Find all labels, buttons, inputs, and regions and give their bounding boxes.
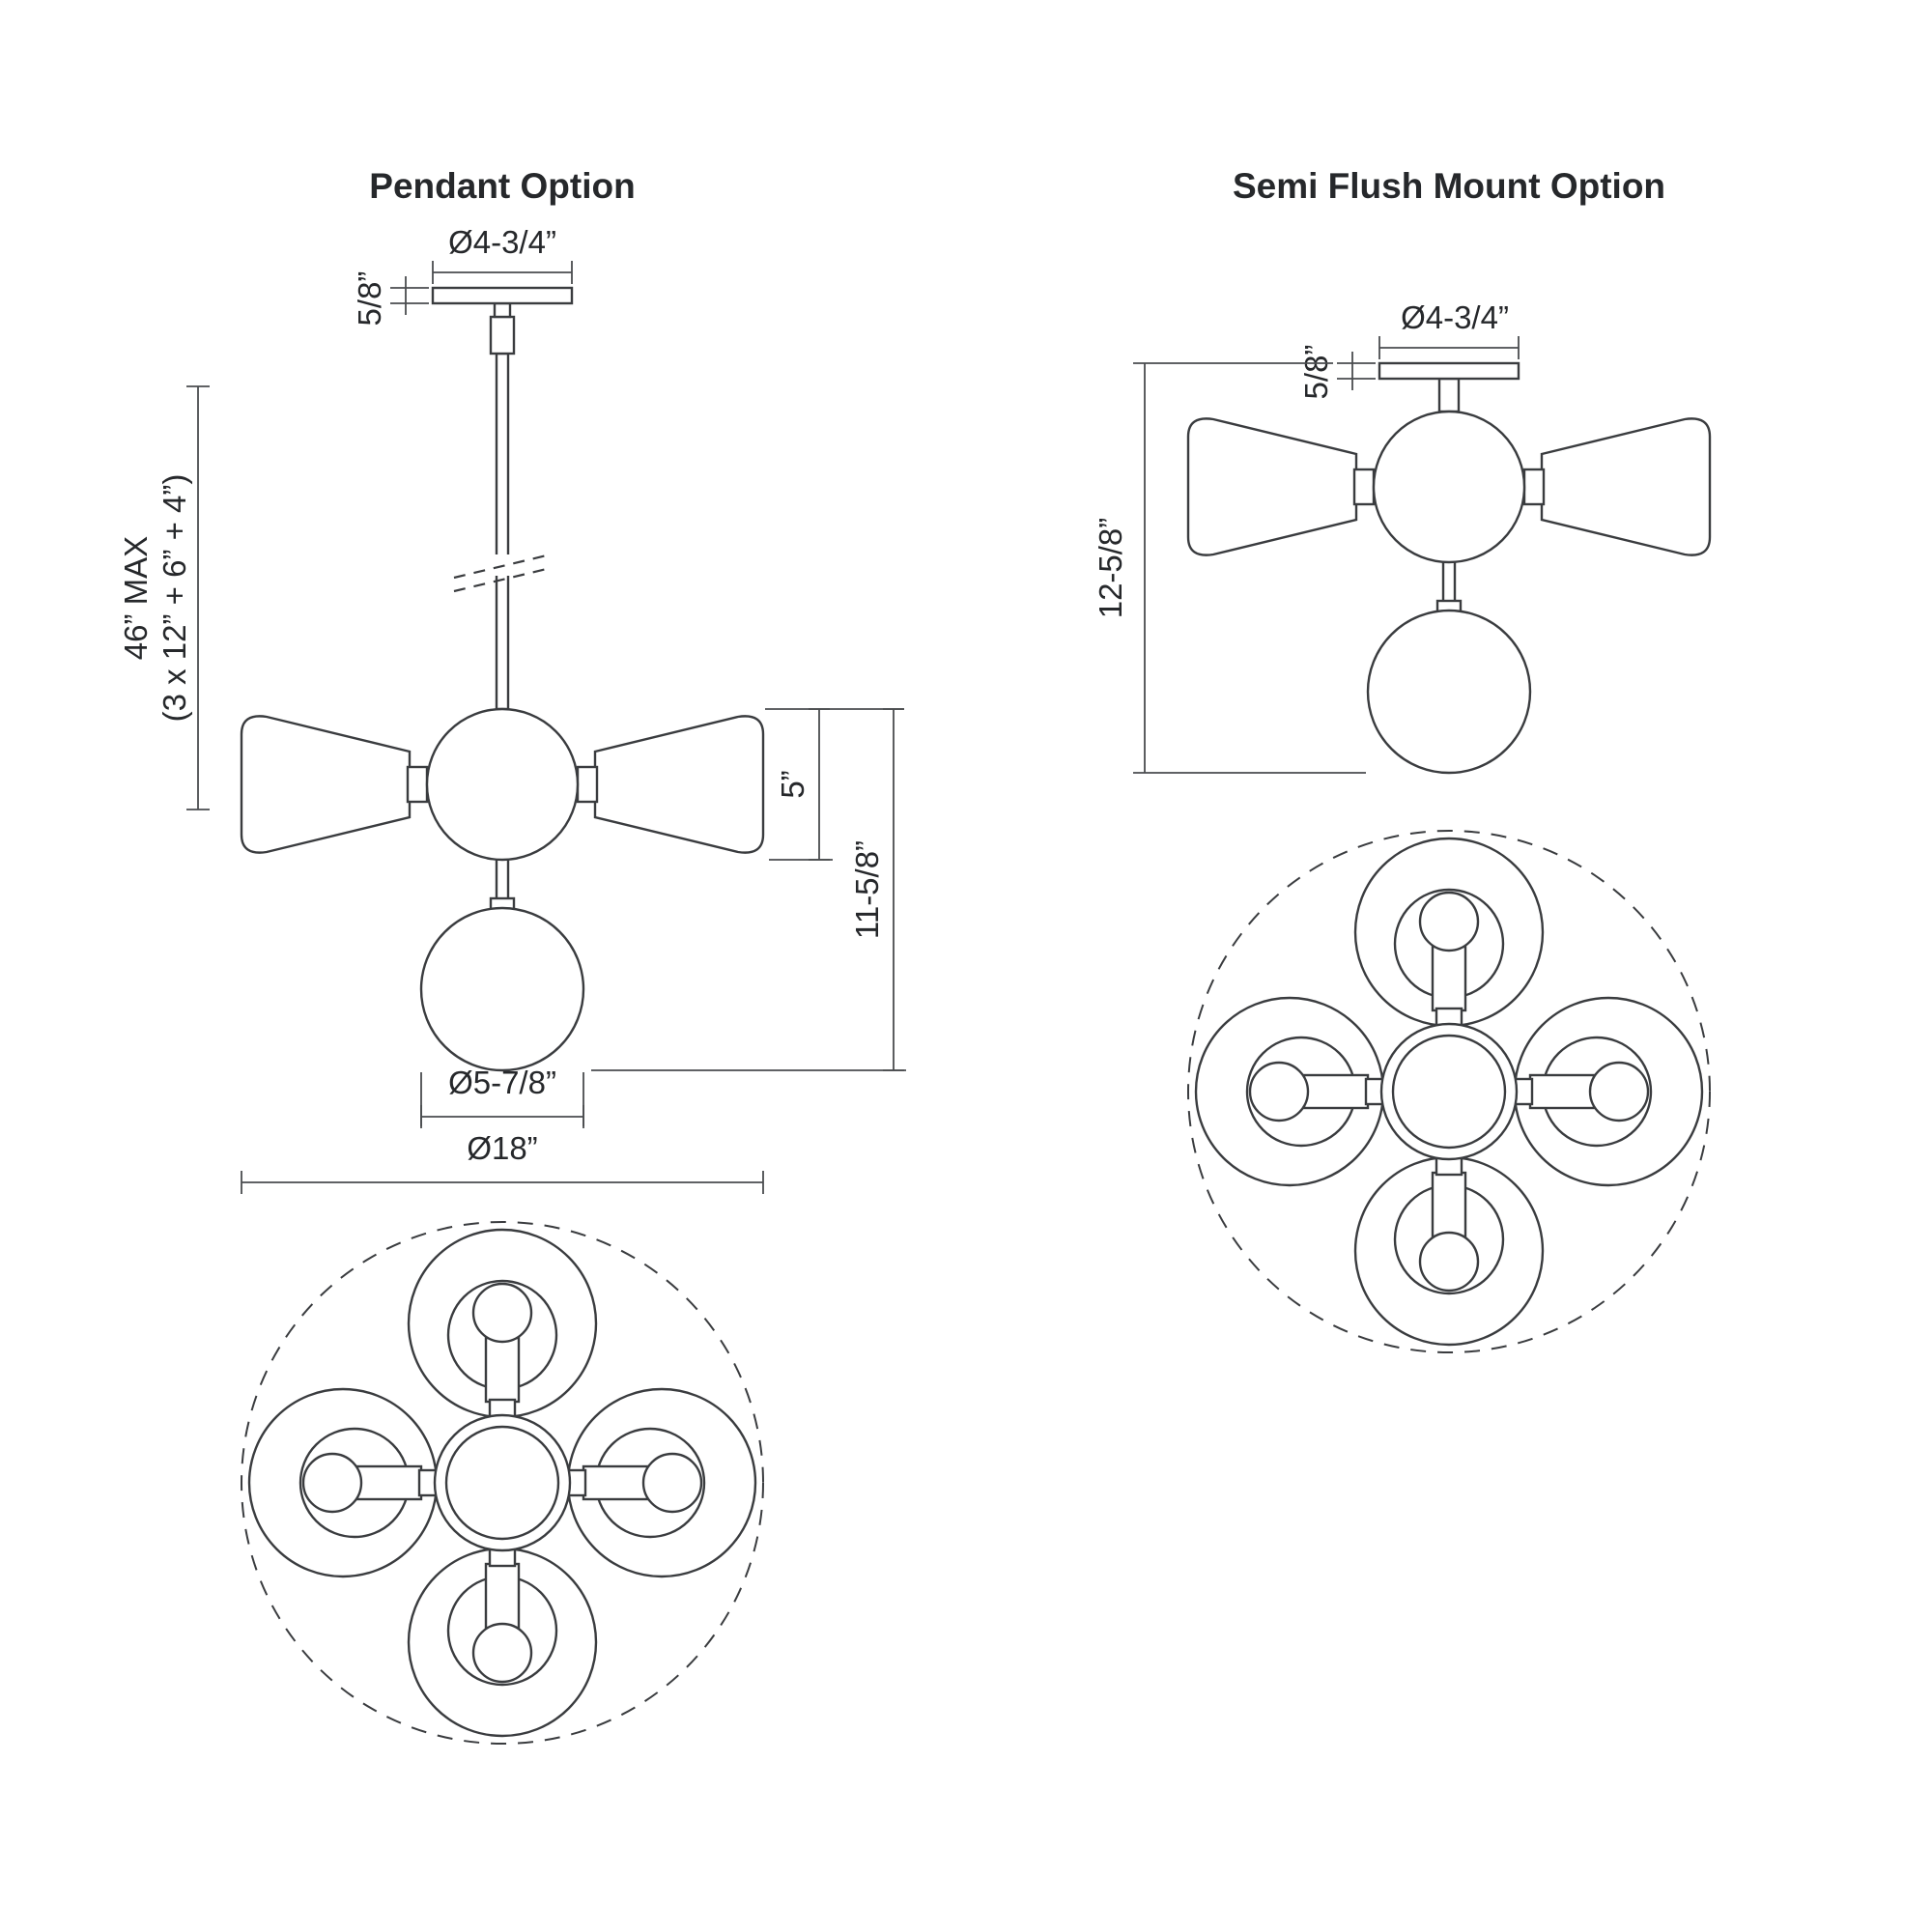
pendant-rod-formula-label: (3 x 12” + 6” + 4”) — [156, 474, 192, 723]
semi-flush-side-view — [1186, 361, 1712, 775]
semi-flush-dimensions: Ø4-3/4” 5/8” 12-5/8” — [1093, 299, 1520, 774]
semi-overall-height-label: 12-5/8” — [1093, 518, 1128, 619]
pendant-canopy — [431, 286, 574, 305]
semi-flush-fixture-body — [1186, 410, 1712, 775]
semi-flush-hub — [1437, 377, 1461, 413]
pendant-globe-height-label: 5” — [775, 770, 810, 798]
pendant-dimensions: Ø4-3/4” 5/8” 46” MAX (3 x 12” + 6” + 4”)… — [118, 224, 906, 1194]
pendant-canopy-thk-label: 5/8” — [352, 271, 387, 327]
semi-canopy-thk-label: 5/8” — [1298, 345, 1334, 400]
pendant-down-rod — [495, 352, 510, 711]
canopy-stub — [493, 301, 512, 319]
rod-coupler — [489, 315, 516, 355]
pendant-fixture-body — [240, 707, 765, 1072]
pendant-side-view — [240, 286, 765, 1072]
rod-break-line — [453, 553, 552, 580]
pendant-top-view — [242, 1222, 763, 1744]
semi-canopy-dia-label: Ø4-3/4” — [1401, 299, 1509, 335]
pendant-body-height-label: 11-5/8” — [849, 840, 885, 939]
pendant-title: Pendant Option — [369, 166, 635, 206]
semi-flush-title: Semi Flush Mount Option — [1233, 166, 1665, 206]
rod-break-line — [453, 566, 552, 593]
pendant-canopy-dia-label: Ø4-3/4” — [448, 224, 556, 260]
semi-flush-canopy — [1378, 361, 1520, 381]
pendant-bottom-globe-dia-label: Ø5-7/8” — [448, 1065, 556, 1100]
pendant-overall-dia-label: Ø18” — [467, 1130, 537, 1166]
semi-flush-top-view — [1188, 831, 1710, 1352]
pendant-max-drop-label: 46” MAX — [118, 536, 154, 660]
